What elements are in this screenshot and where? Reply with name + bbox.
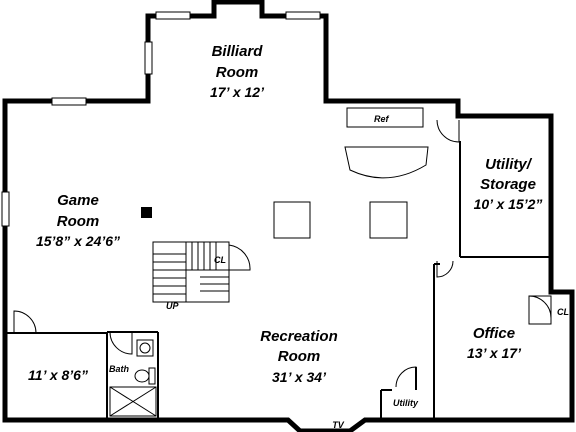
utility-storage-dims: 10’ x 15’2” [474,196,543,212]
toilet-tank [148,367,156,385]
utility-storage-name-line1: Utility/ [485,156,533,173]
small-room-dims: 11’ x 8’6” [28,367,88,383]
stair-closet-door [228,244,251,271]
utility-closet-label: Utility [393,398,419,408]
office-closet [528,295,552,325]
office-closet-label: CL [557,307,569,317]
window-billiard-side [144,41,153,75]
office-dims: 13’ x 17’ [467,345,522,361]
stair-treads [153,242,229,302]
game-room-dims: 15’8” x 24’6” [36,233,120,249]
bath-door [109,331,133,355]
tv-label: TV [332,420,344,430]
bath-label: Bath [109,364,130,374]
sink [136,339,154,357]
game-room-name-line1: Game [57,192,99,209]
game-room-name-line2: Room [57,213,100,230]
stair-enclosure [152,241,230,303]
recreation-room-name-line2: Room [278,348,321,365]
kitchenette-counter [346,107,424,128]
stairs-up-label: UP [166,301,179,311]
square-table-right [369,201,408,239]
bar-counter [344,146,429,179]
office-name: Office [473,325,515,342]
shower-cross [109,386,157,417]
pillar [141,207,152,218]
utility-storage-door [436,119,460,143]
window-game-side [1,191,10,227]
recreation-room-dims: 31’ x 34’ [272,369,327,385]
ref-label: Ref [374,114,390,124]
billiard-room-name-line1: Billiard [212,43,264,60]
stair-closet-label: CL [214,255,226,265]
office-door [436,260,454,278]
small-room-door [13,310,37,334]
window-billiard-right [285,11,321,20]
sink-basin [139,342,151,354]
utility-closet-door [395,366,417,390]
recreation-room-name-line1: Recreation [260,328,338,345]
office-closet-door [528,295,552,319]
utility-storage-name-line2: Storage [480,176,536,193]
billiard-room-name-line2: Room [216,64,259,81]
window-billiard-left [155,11,191,20]
toilet-bowl [134,369,150,383]
square-table-left [273,201,311,239]
billiard-room-dims: 17’ x 12’ [210,84,265,100]
window-game-top [51,97,87,106]
